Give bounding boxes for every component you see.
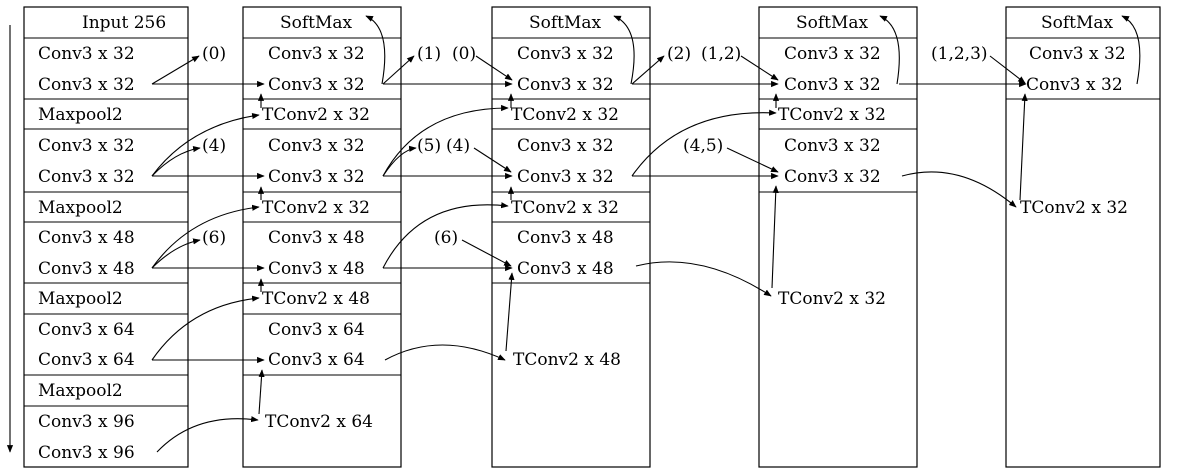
skip-arrows [151, 15, 1141, 453]
decoder-3-column [758, 6, 918, 468]
dec2-conv-a: Conv3 x 32 [517, 44, 614, 64]
dec1-conv-b: Conv3 x 32 [268, 75, 365, 95]
skip-label-0: (0) [202, 44, 226, 64]
skip-label-5: (5) [417, 136, 441, 156]
dec2-conv-e: Conv3 x 48 [517, 228, 614, 248]
encoder-conv3b: Conv3 x 48 [38, 259, 135, 279]
encoder-conv1a: Conv3 x 32 [38, 44, 135, 64]
dec2-tconv-b: TConv2 x 32 [511, 198, 619, 218]
encoder-conv4b: Conv3 x 64 [38, 350, 135, 370]
dec1-tconv-a: TConv2 x 32 [262, 105, 370, 125]
dec2-conv-c: Conv3 x 32 [517, 136, 614, 156]
skip-label-1-2-3: (1,2,3) [931, 44, 988, 64]
dec3-tconv-b: TConv2 x 32 [778, 289, 886, 309]
encoder-conv1b: Conv3 x 32 [38, 75, 135, 95]
dec4-conv-a: Conv3 x 32 [1029, 44, 1126, 64]
dec1-tconv-b: TConv2 x 32 [262, 198, 370, 218]
skip-label-4b: (4) [446, 136, 470, 156]
dec4-conv-b: Conv3 x 32 [1026, 75, 1123, 95]
encoder-conv2a: Conv3 x 32 [38, 136, 135, 156]
dec3-conv-a: Conv3 x 32 [784, 44, 881, 64]
dec1-conv-c: Conv3 x 32 [268, 136, 365, 156]
encoder-pool2: Maxpool2 [38, 198, 123, 218]
dec3-softmax: SoftMax [796, 13, 869, 33]
dec2-tconv-c: TConv2 x 48 [513, 350, 621, 370]
encoder-conv4a: Conv3 x 64 [38, 320, 135, 340]
skip-label-1-2: (1,2) [701, 44, 741, 64]
dec3-conv-d: Conv3 x 32 [784, 167, 881, 187]
dec1-conv-a: Conv3 x 32 [268, 44, 365, 64]
dec3-conv-c: Conv3 x 32 [784, 136, 881, 156]
dec1-softmax: SoftMax [280, 13, 353, 33]
dec2-softmax: SoftMax [529, 13, 602, 33]
encoder-conv5a: Conv3 x 96 [38, 412, 135, 432]
skip-label-2: (2) [667, 44, 691, 64]
dec1-tconv-d: TConv2 x 64 [265, 412, 373, 432]
encoder-pool1: Maxpool2 [38, 105, 123, 125]
encoder-input: Input 256 [82, 13, 166, 33]
encoder-pool3: Maxpool2 [38, 289, 123, 309]
dec2-conv-b: Conv3 x 32 [517, 75, 614, 95]
dec1-conv-h: Conv3 x 64 [268, 350, 365, 370]
dec3-tconv-a: TConv2 x 32 [778, 105, 886, 125]
skip-label-0b: (0) [452, 44, 476, 64]
skip-label-6: (6) [202, 228, 226, 248]
decoder-4-column [1005, 6, 1161, 468]
encoder-pool4: Maxpool2 [38, 381, 123, 401]
dec4-softmax: SoftMax [1041, 13, 1114, 33]
dec1-conv-f: Conv3 x 48 [268, 259, 365, 279]
skip-label-4-5: (4,5) [683, 136, 723, 156]
skip-label-6b: (6) [434, 228, 458, 248]
encoder-conv3a: Conv3 x 48 [38, 228, 135, 248]
dec1-conv-g: Conv3 x 64 [268, 320, 365, 340]
dec3-conv-b: Conv3 x 32 [784, 75, 881, 95]
dec1-tconv-c: TConv2 x 48 [262, 289, 370, 309]
encoder-conv5b: Conv3 x 96 [38, 443, 135, 463]
skip-label-4: (4) [202, 136, 226, 156]
skip-label-1: (1) [417, 44, 441, 64]
decoder-1-column [242, 6, 402, 468]
dec2-conv-f: Conv3 x 48 [517, 259, 614, 279]
dec2-conv-d: Conv3 x 32 [517, 167, 614, 187]
encoder-column [23, 6, 189, 468]
dec1-conv-e: Conv3 x 48 [268, 228, 365, 248]
dec4-tconv-a: TConv2 x 32 [1020, 198, 1128, 218]
decoder-2-column [491, 6, 651, 468]
dec2-tconv-a: TConv2 x 32 [511, 105, 619, 125]
dec1-conv-d: Conv3 x 32 [268, 167, 365, 187]
encoder-conv2b: Conv3 x 32 [38, 167, 135, 187]
